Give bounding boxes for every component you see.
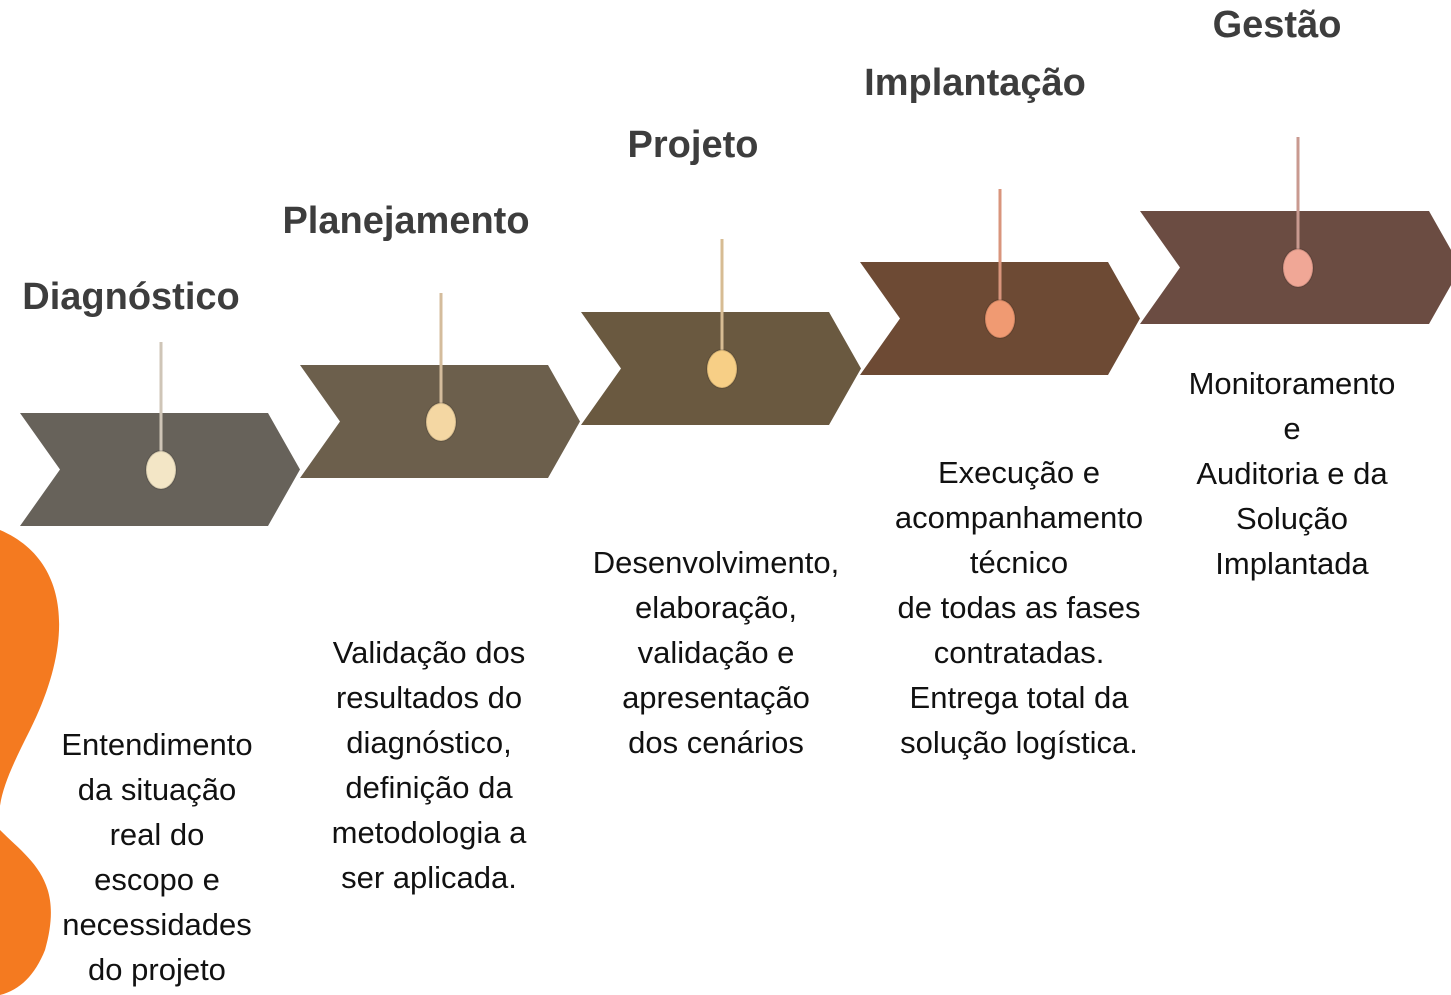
step-2 (300, 293, 580, 478)
step-marker-dot (706, 349, 738, 389)
step-marker-dot (984, 299, 1016, 339)
step-description: Monitoramento e Auditoria e da Solução I… (1188, 366, 1396, 581)
step-description: Validação dos resultados do diagnóstico,… (331, 635, 527, 895)
step-description: Execução e acompanhamento técnico de tod… (894, 455, 1144, 760)
step-3 (581, 239, 861, 425)
step-marker-dot (1282, 248, 1314, 288)
step-title: Diagnóstico (22, 276, 240, 318)
step-marker-dot (425, 402, 457, 442)
step-title: Projeto (627, 124, 759, 166)
step-title: Planejamento (282, 200, 530, 242)
step-marker-dot (145, 450, 177, 490)
step-1 (20, 342, 300, 526)
step-4 (860, 189, 1140, 375)
step-description: Desenvolvimento, elaboração, validação e… (592, 545, 840, 760)
orange-accent-shape (0, 530, 60, 995)
step-title: Implantação (864, 62, 1086, 104)
step-description: Entendimento da situação real do escopo … (61, 727, 253, 987)
step-title: Gestão (1212, 4, 1342, 46)
step-5 (1140, 137, 1451, 324)
